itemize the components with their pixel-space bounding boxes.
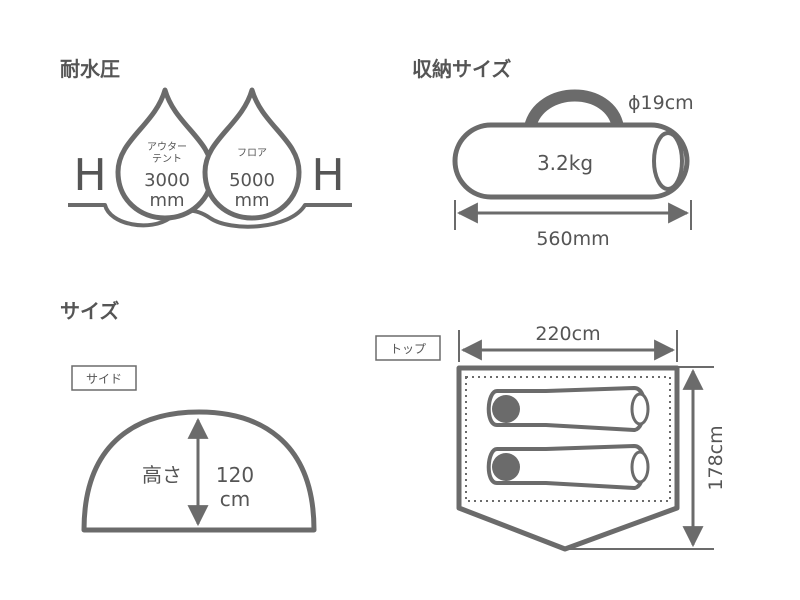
outer-tent-unit: mm [149,190,184,211]
side-view-figure: サイド 高さ 120 cm [71,365,317,533]
outer-tent-label-line1: アウター [147,141,187,153]
outer-tent-label-line2: テント [152,154,182,165]
water-resistance-figure: H H アウター テント 3000 mm フロア 5000 mm [68,87,352,229]
height-label: 高さ [142,463,182,487]
side-view-tag-box [71,365,137,391]
storage-bag-figure: 3.2kg ϕ19cm 560mm [452,89,694,250]
floor-label: フロア [237,148,267,159]
outer-tent-drop [115,87,215,221]
top-view-tag: トップ [390,342,426,356]
bag-end-cap [652,131,684,191]
inner-floor-dotted [465,376,671,502]
outer-tent-value: 3000 [144,170,190,191]
depth-label: 178cm [705,425,727,490]
size-title: サイズ [60,299,119,323]
bag-body [452,122,690,200]
bag-weight: 3.2kg [537,151,593,175]
sleeping-bag [486,444,650,490]
side-view-tag: サイド [86,372,122,386]
water-resistance-title: 耐水圧 [60,57,120,81]
bag-diameter: ϕ19cm [628,92,694,114]
top-view-tag-box [375,335,441,361]
floor-drop [202,87,302,221]
side-letter-right: H [311,150,344,201]
bag-handle [524,89,624,133]
sleeping-bag [486,386,650,432]
side-letter-left: H [73,150,106,201]
floor-unit: mm [234,190,269,211]
height-value: 120 [216,463,254,487]
floor-value: 5000 [229,170,275,191]
width-label: 220cm [535,323,600,345]
ground-line [68,203,352,229]
top-view-figure: トップ 220cm 178cm [375,323,727,552]
storage-size-title: 収納サイズ [412,57,511,81]
bag-length-label: 560mm [536,228,609,250]
height-unit: cm [220,487,250,511]
